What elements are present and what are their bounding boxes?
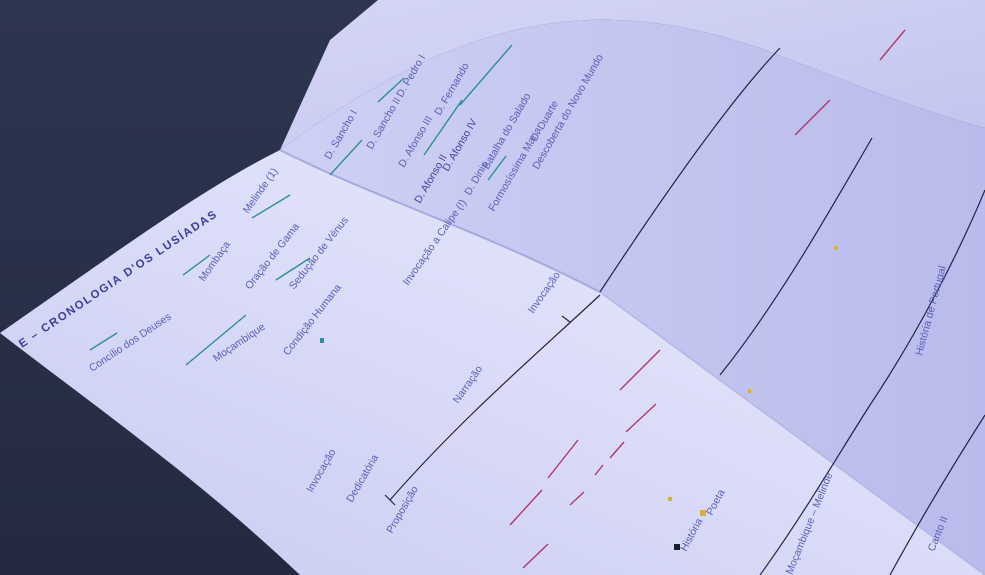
- middle-page: [280, 19, 985, 575]
- range-mark: [251, 194, 291, 219]
- back-page: [280, 0, 985, 150]
- right-timeline-line-2: [759, 404, 871, 575]
- page-edge-line: [599, 47, 781, 293]
- page-edge-line-2: [869, 189, 985, 406]
- range-mark: [509, 489, 543, 526]
- timeline-tick: [561, 315, 571, 323]
- range-mark: [594, 464, 604, 476]
- range-mark: [329, 139, 363, 176]
- legend-historia-swatch: [674, 544, 680, 550]
- point-mark: [668, 497, 672, 501]
- range-mark: [879, 29, 906, 61]
- right-timeline-line-3: [889, 414, 985, 575]
- point-mark: [834, 246, 838, 250]
- range-mark: [609, 441, 625, 459]
- range-mark: [377, 77, 405, 103]
- fold-shadow-2: [599, 291, 985, 575]
- range-mark: [619, 349, 661, 391]
- range-mark: [547, 439, 579, 479]
- range-mark: [522, 543, 549, 569]
- range-mark: [569, 491, 585, 506]
- right-timeline-line: [719, 137, 873, 376]
- range-mark: [182, 254, 211, 276]
- range-mark: [459, 44, 513, 106]
- range-mark: [185, 314, 247, 366]
- range-mark: [423, 99, 463, 156]
- fold-shadow: [279, 149, 601, 293]
- range-mark: [275, 257, 311, 281]
- legend-poeta-swatch: [700, 510, 706, 516]
- range-mark: [487, 155, 507, 181]
- timeline-tick: [384, 494, 396, 506]
- range-mark: [89, 332, 118, 351]
- point-mark: [748, 389, 751, 393]
- range-mark: [625, 403, 657, 433]
- point-mark: [320, 338, 324, 343]
- range-mark: [794, 99, 831, 136]
- timeline-line: [389, 294, 601, 501]
- left-page: [0, 150, 985, 575]
